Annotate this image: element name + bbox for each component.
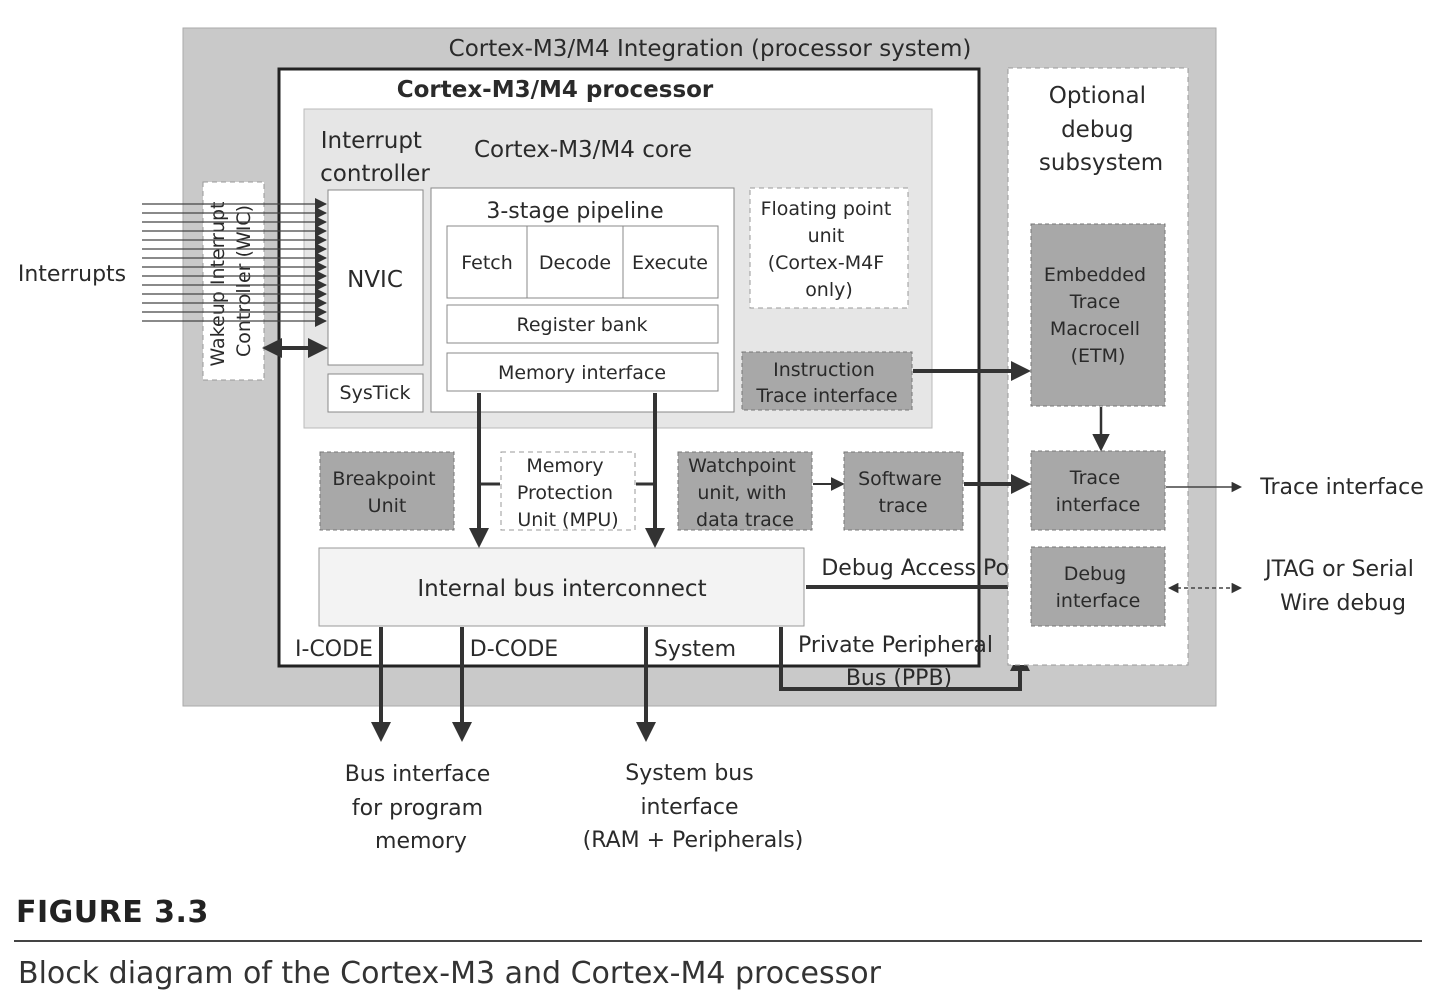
systick-box xyxy=(327,373,424,413)
memory-interface: Memory interface xyxy=(498,362,666,384)
trace-if-box xyxy=(1030,450,1166,531)
stage-decode: Decode xyxy=(539,252,611,274)
fpu-box xyxy=(749,187,909,309)
wic-label: Wakeup Interrupt Controller (WIC) xyxy=(207,195,255,366)
debug-access-port-label: Debug Access Port xyxy=(821,556,1027,581)
etm-box xyxy=(1030,223,1166,407)
system-label: System xyxy=(654,637,736,662)
processor-title: Cortex-M3/M4 processor xyxy=(397,77,714,103)
nvic-label: NVIC xyxy=(347,267,403,293)
debug-if-box xyxy=(1030,546,1166,627)
jtag-label: JTAG or Serial Wire debug xyxy=(1263,557,1421,616)
stage-fetch-box xyxy=(446,225,528,299)
register-bank-box xyxy=(446,304,719,344)
trace-if-label: Trace interface xyxy=(1056,467,1141,516)
pipeline-title: 3-stage pipeline xyxy=(486,199,663,224)
ppb-arrow xyxy=(779,627,1030,691)
instr-trace-box xyxy=(741,351,913,411)
register-bank: Register bank xyxy=(516,314,647,336)
nvic-box xyxy=(327,189,424,366)
optional-debug-label: Optional debug subsystem xyxy=(1039,83,1163,176)
memory-interface-box xyxy=(446,352,719,392)
stage-execute-box xyxy=(622,225,719,299)
breakpoint-box xyxy=(319,451,455,531)
icode-label: I-CODE xyxy=(295,637,373,662)
figure-rule xyxy=(14,940,1422,942)
software-trace-box xyxy=(843,451,964,531)
core-title: Cortex-M3/M4 core xyxy=(474,137,692,163)
breakpoint-label: Breakpoint Unit xyxy=(332,468,441,517)
debug-if-label: Debug interface xyxy=(1056,563,1141,612)
etm-label: Embedded Trace Macrocell (ETM) xyxy=(1044,264,1152,367)
integration-title: Cortex-M3/M4 Integration (processor syst… xyxy=(449,36,972,62)
fpu-label: Floating point unit (Cortex-M4F only) xyxy=(761,198,898,301)
figure-caption: Block diagram of the Cortex-M3 and Corte… xyxy=(18,956,881,991)
stage-execute: Execute xyxy=(632,252,708,274)
dcode-label: D-CODE xyxy=(470,637,558,662)
bus-interconnect-label: Internal bus interconnect xyxy=(417,576,706,602)
interrupt-controller-label: Interrupt controller xyxy=(320,128,430,187)
trace-interface-out-label: Trace interface xyxy=(1259,475,1423,500)
interrupt-lines xyxy=(142,203,326,322)
instr-trace-label: Instruction Trace interface xyxy=(755,359,897,407)
cortex-m-block-diagram: Cortex-M3/M4 Integration (processor syst… xyxy=(18,27,1424,854)
stage-fetch: Fetch xyxy=(461,252,513,274)
stage-decode-box xyxy=(526,225,624,299)
wic-box xyxy=(202,181,265,381)
figure-number: FIGURE 3.3 xyxy=(16,895,209,930)
mpu-box xyxy=(500,451,636,531)
watchpoint-label: Watchpoint unit, with data trace xyxy=(688,455,802,531)
watchpoint-box xyxy=(677,451,813,531)
interrupts-label: Interrupts xyxy=(18,262,126,287)
systick-label: SysTick xyxy=(340,382,411,404)
system-bus-label: System bus interface (RAM + Peripherals) xyxy=(583,761,804,853)
interrupt-arrowheads xyxy=(315,198,327,327)
ppb-label: Private Peripheral Bus (PPB) xyxy=(798,633,1000,691)
bus-interconnect-box xyxy=(318,547,805,627)
bus-prog-label: Bus interface for program memory xyxy=(345,762,498,854)
software-trace-label: Software trace xyxy=(858,468,948,517)
mpu-label: Memory Protection Unit (MPU) xyxy=(517,455,619,531)
